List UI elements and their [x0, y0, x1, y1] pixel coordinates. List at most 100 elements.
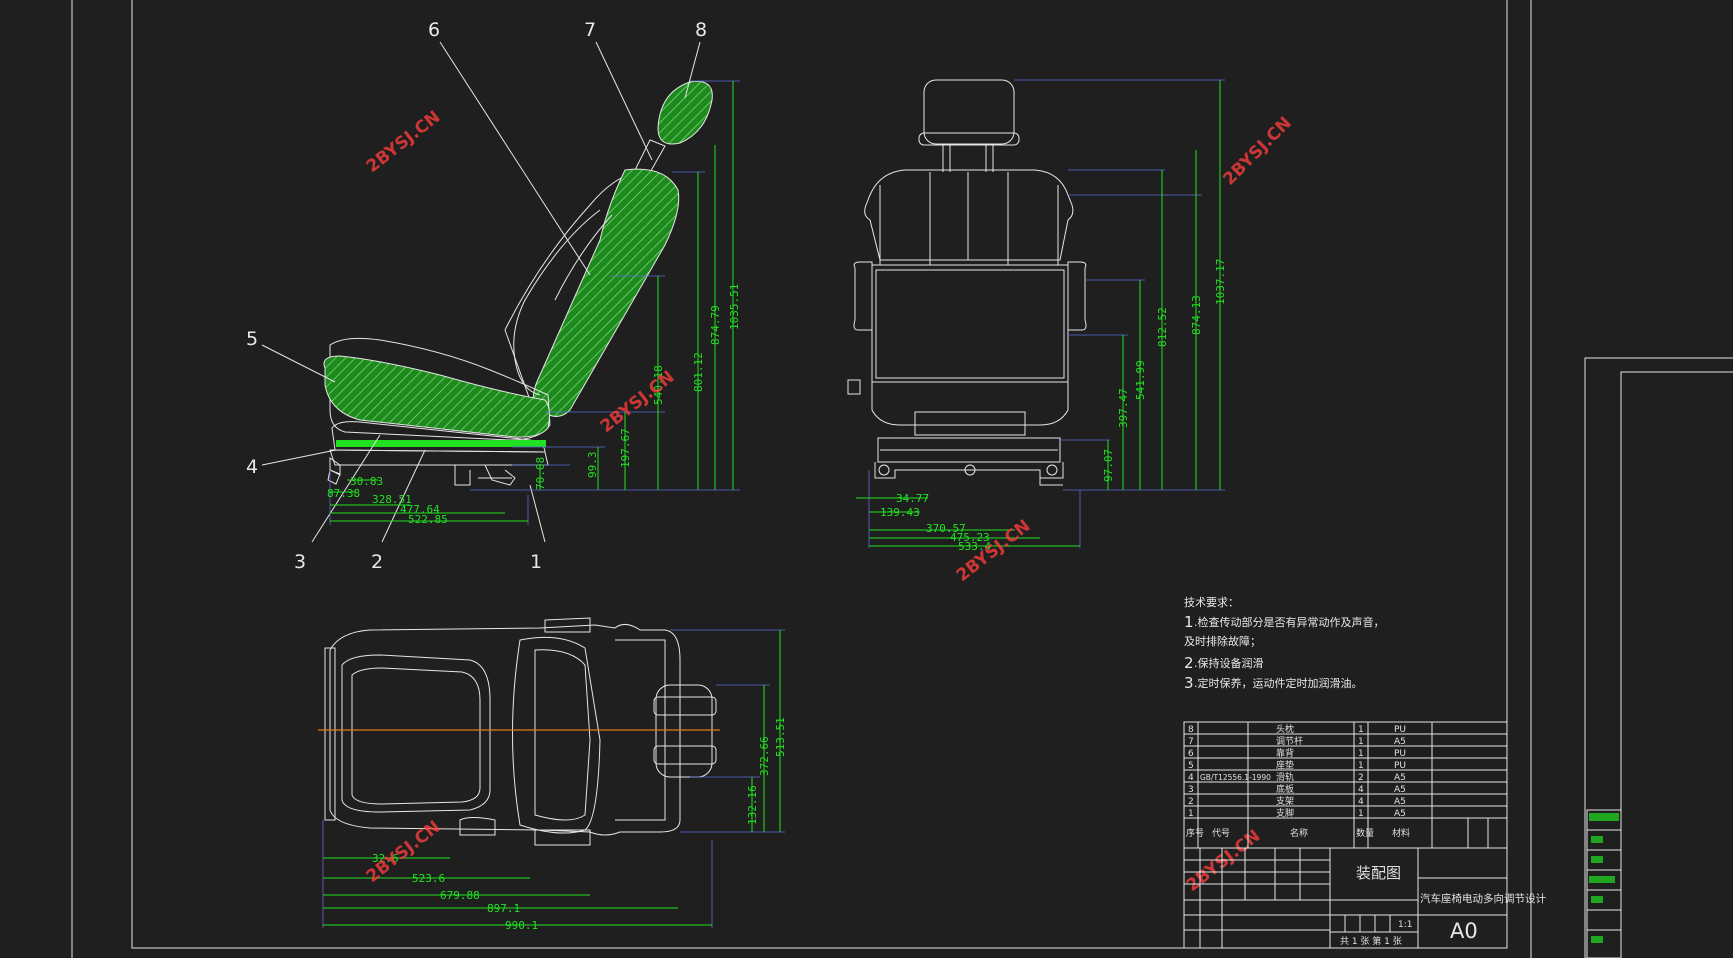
svg-text:A5: A5 [1394, 809, 1406, 819]
svg-text:2: 2 [1358, 773, 1364, 783]
dim-side-v-874: 874.79 [709, 305, 722, 345]
backrest-section [532, 168, 680, 417]
svg-text:2: 2 [1188, 797, 1194, 807]
watermark-2: 2BYSJ.CN [597, 367, 679, 437]
dim-front-h-370: 370.57 [926, 522, 966, 535]
tech-note-2-num: 2 [1184, 654, 1194, 672]
dim-top-h-523: 523.6 [412, 872, 445, 885]
dim-front-v-812: 812.52 [1156, 307, 1169, 347]
svg-text:支架: 支架 [1276, 795, 1294, 807]
svg-text:A5: A5 [1394, 737, 1406, 747]
dim-side-h-30: 30.83 [350, 475, 383, 488]
parts-row: 3 底板 4 A5 [1188, 783, 1406, 795]
watermarks: 2BYSJ.CN 2BYSJ.CN 2BYSJ.CN 2BYSJ.CN 2BYS… [363, 107, 1296, 896]
dim-side-v-70: 70.08 [534, 457, 547, 490]
dim-side-v-801: 801.12 [692, 352, 705, 392]
title-block: 装配图 汽车座椅电动多向调节设计 1:1 共 1 张 第 1 张 A0 [1183, 847, 1546, 949]
callout-4: 4 [246, 456, 258, 478]
callout-5: 5 [246, 328, 258, 350]
dim-top-h-990: 990.1 [505, 919, 538, 932]
svg-text:PU: PU [1394, 725, 1406, 735]
dim-side-h-522: 522.85 [408, 513, 448, 526]
scale: 1:1 [1398, 920, 1412, 930]
svg-text:底板: 底板 [1276, 783, 1294, 795]
svg-text:GB/T12556.1-1990: GB/T12556.1-1990 [1200, 773, 1271, 782]
svg-text:滑轨: 滑轨 [1276, 771, 1294, 783]
dim-top-h-679: 679.88 [440, 889, 480, 902]
dim-side-h-328: 328.51 [372, 493, 412, 506]
tech-note-1-text: .检查传动部分是否有异常动作及声音， [1194, 615, 1385, 629]
tech-note-3-text: .定时保养，运动件定时加润滑油。 [1194, 676, 1363, 690]
dim-top-h-32: 32.6 [372, 852, 399, 865]
dim-front-v-97: 97.07 [1102, 449, 1115, 482]
cushion-section [323, 355, 550, 438]
tech-note-1-num: 1 [1184, 613, 1194, 631]
parts-row: 7 调节杆 1 A5 [1188, 735, 1406, 747]
callout-3: 3 [294, 551, 306, 573]
technical-requirements: 技术要求： 1 .检查传动部分是否有异常动作及声音， 及时排除故障； 2 .保持… [1184, 596, 1385, 692]
svg-text:1: 1 [1188, 809, 1194, 819]
drawing-name: 装配图 [1356, 864, 1401, 882]
parts-row: 6 靠背 1 PU [1188, 747, 1406, 759]
svg-text:PU: PU [1394, 761, 1406, 771]
svg-text:名称: 名称 [1290, 827, 1308, 839]
svg-text:5: 5 [1188, 761, 1194, 771]
side-stamp-column [1586, 809, 1622, 958]
callout-labels: 1 2 3 4 5 6 7 8 [246, 19, 707, 573]
dim-top-v-132: 132.16 [746, 785, 759, 825]
parts-row: 4 GB/T12556.1-1990 滑轨 2 A5 [1188, 771, 1406, 783]
parts-row: 2 支架 4 A5 [1188, 795, 1406, 807]
svg-text:A5: A5 [1394, 797, 1406, 807]
svg-text:A5: A5 [1394, 773, 1406, 783]
svg-text:1: 1 [1358, 749, 1364, 759]
svg-text:A5: A5 [1394, 785, 1406, 795]
dim-side-v-197: 197.67 [619, 428, 632, 468]
dim-front-h-34: 34.77 [896, 492, 929, 505]
tech-notes-title: 技术要求： [1184, 596, 1239, 609]
svg-text:7: 7 [1188, 737, 1194, 747]
dim-top-v-513: 513.51 [774, 717, 787, 757]
tech-note-1b-text: 及时排除故障； [1184, 634, 1261, 648]
callout-leaders [261, 41, 701, 543]
svg-text:材料: 材料 [1392, 827, 1410, 839]
svg-text:1: 1 [1358, 809, 1364, 819]
svg-text:调节杆: 调节杆 [1276, 735, 1303, 747]
callout-7: 7 [584, 19, 596, 41]
dim-front-v-541: 541.99 [1134, 360, 1147, 400]
dim-side-v-1035: 1035.51 [728, 284, 741, 330]
dim-top-v-372: 372.66 [758, 736, 771, 776]
svg-text:靠背: 靠背 [1276, 747, 1294, 759]
drawing-frame [71, 0, 1733, 958]
dim-front-v-874: 874.13 [1190, 295, 1203, 335]
parts-header-row: 序号 代号 名称 数量 材料 [1186, 827, 1410, 839]
callout-1: 1 [530, 551, 542, 573]
svg-text:1: 1 [1358, 725, 1364, 735]
sheet-size: A0 [1450, 919, 1478, 943]
callout-2: 2 [371, 551, 383, 573]
parts-row: 1 支脚 1 A5 [1188, 807, 1406, 819]
parts-row: 5 座垫 1 PU [1188, 759, 1406, 771]
dim-front-h-475: 475.23 [950, 531, 990, 544]
svg-text:序号: 序号 [1186, 827, 1204, 839]
svg-text:座垫: 座垫 [1276, 759, 1294, 771]
svg-text:头枕: 头枕 [1276, 723, 1294, 735]
svg-text:8: 8 [1188, 725, 1194, 735]
top-view [318, 617, 720, 846]
project-title: 汽车座椅电动多向调节设计 [1420, 892, 1546, 905]
side-view-dimensions: 1035.51 874.79 801.12 540.18 197.67 99.3… [327, 80, 741, 526]
tech-note-2-text: .保持设备润滑 [1194, 656, 1264, 670]
svg-text:PU: PU [1394, 749, 1406, 759]
dim-front-v-397: 397.47 [1117, 388, 1130, 428]
tech-note-3-num: 3 [1184, 674, 1194, 692]
svg-text:支脚: 支脚 [1276, 807, 1294, 819]
svg-text:3: 3 [1188, 785, 1194, 795]
svg-text:6: 6 [1188, 749, 1194, 759]
sheets: 共 1 张 第 1 张 [1340, 935, 1402, 947]
parts-list-table: 8 头枕 1 PU 7 调节杆 1 A5 6 靠背 1 PU 5 座垫 1 PU… [1183, 721, 1508, 849]
dim-front-h-139: 139.43 [880, 506, 920, 519]
top-view-dimensions: 513.51 372.66 132.16 32.6 523.6 679.88 8… [322, 629, 787, 932]
dim-side-v-99: 99.3 [586, 452, 599, 479]
watermark-3: 2BYSJ.CN [1219, 113, 1295, 189]
callout-8: 8 [695, 19, 707, 41]
